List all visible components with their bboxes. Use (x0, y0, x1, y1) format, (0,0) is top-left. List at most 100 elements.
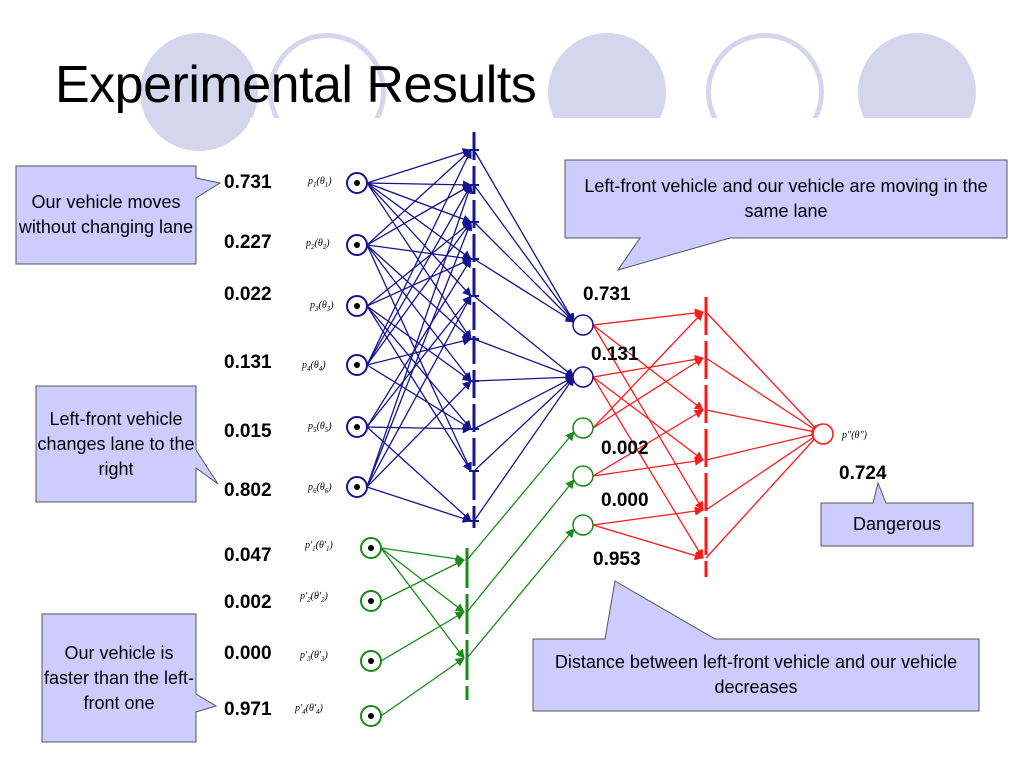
evidence-node-dot (354, 424, 360, 430)
red-edge (592, 324, 704, 511)
evidence-node-dot (354, 180, 360, 186)
red-edge (592, 409, 704, 477)
blue-edge (366, 184, 472, 246)
red-edge (592, 456, 704, 477)
p-value-2: 0.227 (224, 232, 272, 253)
red-edge (705, 409, 821, 436)
blue-edge (366, 380, 472, 488)
callout-box-6 (820, 481, 974, 547)
callout-same-lane: Left-front vehicle and our vehicle are m… (584, 176, 988, 221)
middle-value-3: 0.002 (601, 438, 649, 459)
evidence-node-dot (354, 242, 360, 248)
blue-edge (366, 336, 472, 366)
blue-edge (366, 486, 472, 523)
callout-box-2 (35, 385, 219, 503)
red-edge (705, 311, 821, 434)
callout-left-front-changes-lane: Left-front vehicle changes lane to the r… (37, 408, 195, 479)
prime-evidence-node-dot (368, 658, 374, 664)
blue-edge (366, 424, 472, 434)
pp-label-3: p'3(θ'3) (300, 650, 328, 663)
green-edge (380, 657, 465, 717)
blue-edge (366, 305, 472, 472)
p-value-5: 0.015 (224, 421, 272, 442)
pp-label-1: p'1(θ'1) (305, 540, 333, 553)
middle-node-green-2 (572, 465, 594, 487)
pp-value-3: 0.000 (224, 643, 272, 664)
blue-edge (473, 258, 575, 323)
blue-edge (473, 372, 575, 382)
header-divider-band (250, 118, 1024, 158)
callout-box-4 (564, 159, 1008, 271)
blue-edge (366, 258, 472, 428)
blue-edge (366, 221, 473, 488)
red-edge (592, 524, 704, 561)
blue-edge (366, 305, 472, 430)
blue-edge (366, 149, 472, 366)
middle-node-green-3 (572, 514, 594, 536)
blue-edge (366, 184, 472, 366)
green-edge (466, 431, 575, 561)
green-edge (380, 611, 465, 662)
red-edge (705, 432, 821, 511)
red-edge (592, 506, 704, 526)
callout-box-3 (41, 613, 218, 743)
callout-box-5 (532, 580, 980, 712)
evidence-node-dot (354, 484, 360, 490)
p-label-1: p1(θ1) (308, 176, 332, 189)
callout-our-vehicle-lane: Our vehicle moves without changing lane (18, 192, 194, 237)
red-edge (592, 357, 704, 429)
p-label-4: p4(θ4) (302, 360, 326, 373)
blue-edge (366, 295, 472, 428)
red-edge (592, 311, 704, 429)
blue-edge (366, 149, 472, 246)
p-label-3: p3(θ3) (310, 300, 334, 313)
blue-edge (473, 376, 575, 522)
p-label-6: p6(θ6) (308, 482, 332, 495)
blue-edge (473, 376, 575, 430)
blue-edge (366, 182, 472, 224)
output-node (812, 423, 834, 445)
callout-dangerous: Dangerous (852, 514, 942, 534)
blue-edge (366, 244, 472, 340)
p-label-5: p5(θ5) (308, 421, 332, 434)
output-value: 0.724 (839, 463, 887, 484)
prime-evidence-node-dot (368, 545, 374, 551)
callout-our-vehicle-faster: Our vehicle is faster than the left- fro… (43, 642, 195, 713)
middle-node-blue-1 (572, 314, 594, 336)
middle-value-5: 0.953 (593, 549, 641, 570)
blue-edge (366, 182, 472, 297)
blue-edge (366, 295, 472, 488)
decorative-circle (140, 33, 258, 151)
blue-edge (473, 338, 575, 379)
pp-value-4: 0.971 (224, 699, 272, 720)
page-title: Experimental Results (55, 56, 537, 114)
pp-value-2: 0.002 (224, 592, 272, 613)
middle-value-4: 0.000 (601, 490, 649, 511)
p-value-1: 0.731 (224, 172, 272, 193)
prime-evidence-node-dot (368, 713, 374, 719)
evidence-node-dot (354, 362, 360, 368)
green-edge (380, 547, 465, 564)
green-edge (380, 547, 465, 659)
middle-value-2: 0.131 (591, 344, 639, 365)
prime-evidence-node-dot (368, 598, 374, 604)
red-edge (592, 354, 704, 378)
middle-node-green-1 (572, 417, 594, 439)
blue-edge (473, 149, 575, 323)
pp-label-4: p'4(θ'4) (295, 703, 323, 716)
callout-box-1 (15, 165, 222, 265)
blue-edge (366, 221, 472, 366)
blue-edge (473, 221, 575, 323)
blue-edge (366, 244, 472, 472)
blue-edge (366, 244, 472, 263)
blue-edge (366, 364, 472, 430)
output-label: p"(θ") (842, 430, 867, 441)
blue-edge (366, 182, 472, 340)
red-edge (592, 308, 704, 326)
p-value-6: 0.802 (224, 480, 272, 501)
pp-value-1: 0.047 (224, 545, 272, 566)
blue-edge (473, 376, 575, 472)
pp-label-2: p'2(θ'2) (300, 591, 328, 604)
red-edge (592, 376, 704, 461)
